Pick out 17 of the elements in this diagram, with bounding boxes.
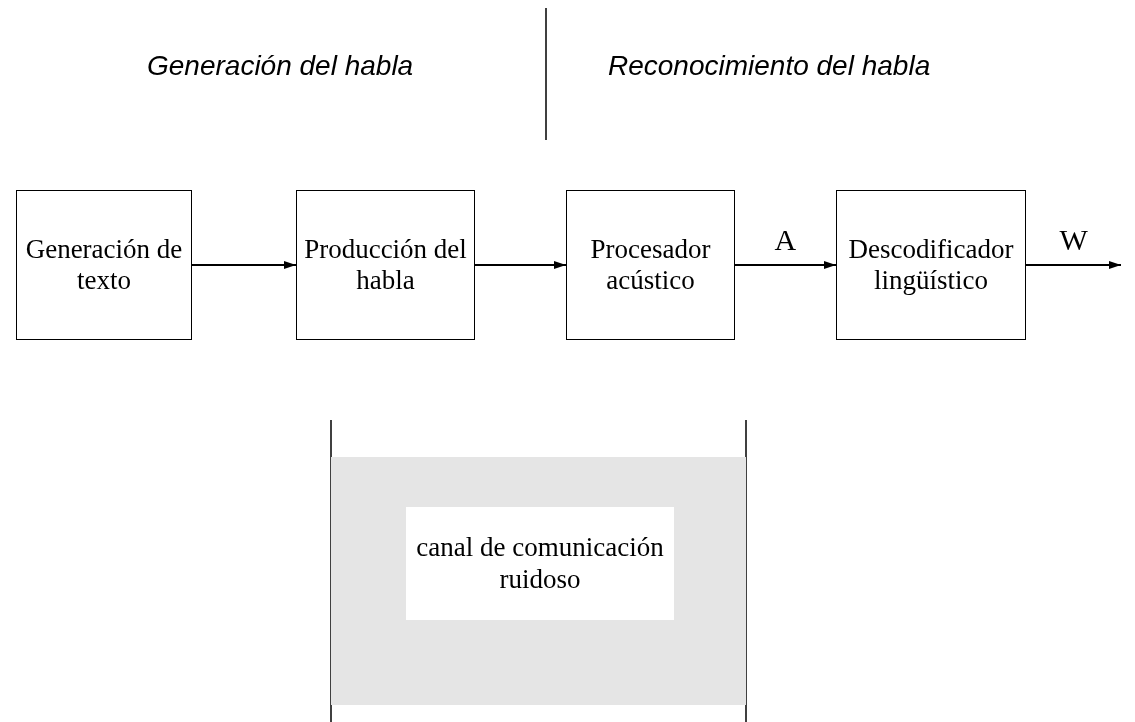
channel-band [331, 457, 746, 705]
process-box [296, 190, 475, 340]
process-box [16, 190, 192, 340]
process-box [566, 190, 735, 340]
arrow [474, 261, 567, 269]
process-box [836, 190, 1026, 340]
box-text: Procesador acústico [589, 233, 712, 297]
box-text: Descodificador lingüístico [847, 233, 1015, 297]
section-heading: Reconocimiento del habla [608, 50, 931, 82]
arrow [734, 261, 837, 269]
section-heading: Generación del habla [147, 50, 414, 82]
arrow [1025, 261, 1122, 269]
box-text: Producción del habla [303, 233, 468, 297]
box-text: Generación de texto [24, 233, 184, 297]
box-text: canal de comunicación ruidoso [415, 532, 665, 595]
arrow [191, 261, 297, 269]
channel-box [406, 507, 674, 620]
